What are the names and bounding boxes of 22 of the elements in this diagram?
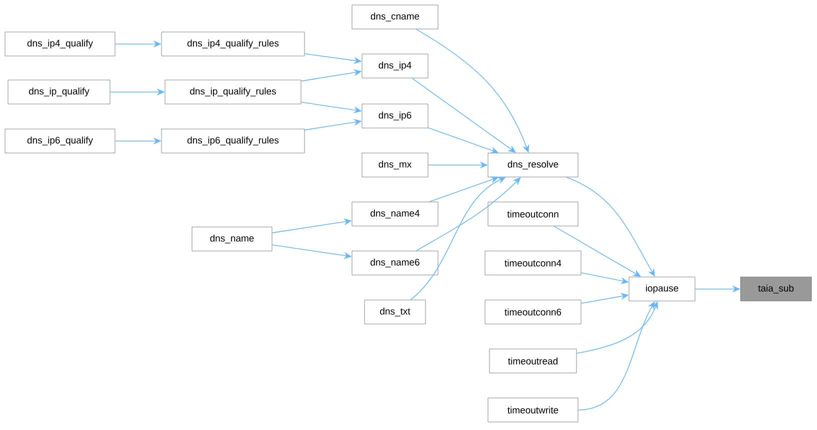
function-box: dns_ip6_qualify <box>4 128 116 154</box>
function-box: dns_name6 <box>352 250 438 276</box>
function-box: dns_cname <box>352 4 438 30</box>
function-box: iopause <box>628 276 696 302</box>
function-box: timeoutconn6 <box>484 300 582 324</box>
function-box: timeoutconn <box>488 202 578 226</box>
function-box: dns_name4 <box>352 202 438 226</box>
function-box: timeoutconn4 <box>484 250 582 276</box>
function-box: dns_ip_qualify <box>8 80 110 104</box>
function-box: dns_name <box>192 226 272 252</box>
function-box: dns_ip6 <box>362 104 428 128</box>
function-box: dns_ip_qualify_rules <box>164 80 302 104</box>
function-box: dns_ip4_qualify <box>4 32 116 56</box>
function-box: taia_sub <box>740 276 812 302</box>
function-box: dns_ip4 <box>362 54 428 78</box>
function-box: dns_ip6_qualify_rules <box>161 128 305 154</box>
function-box: timeoutread <box>489 348 577 374</box>
function-box: dns_txt <box>364 300 426 324</box>
function-box: dns_ip4_qualify_rules <box>161 32 305 56</box>
function-box: dns_mx <box>362 152 428 178</box>
function-box: timeoutwrite <box>488 398 578 422</box>
function-box: dns_resolve <box>488 152 578 178</box>
